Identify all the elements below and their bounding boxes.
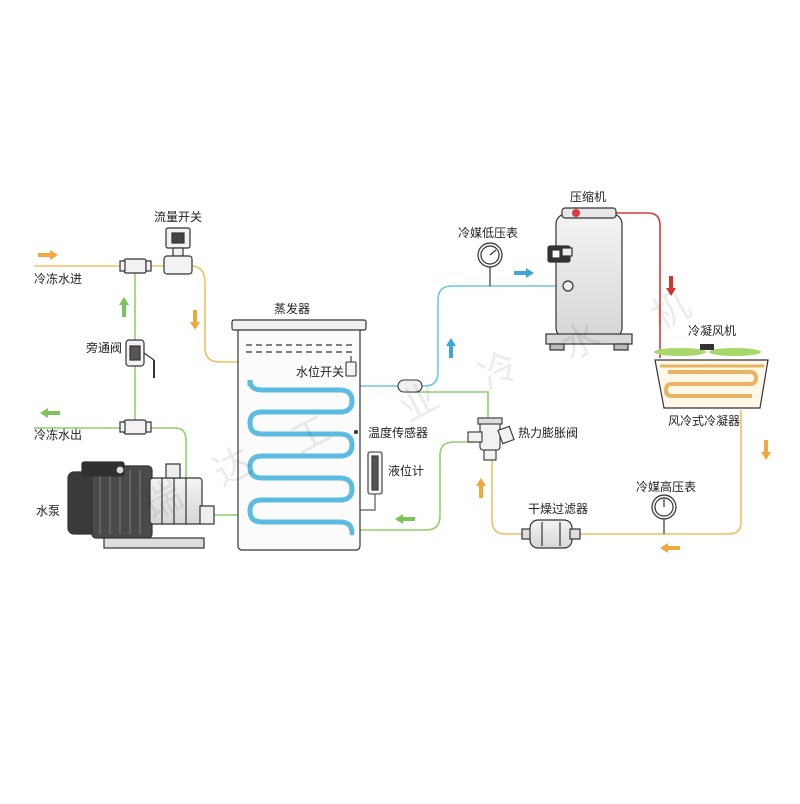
label-high-pressure-gauge: 冷媒高压表 xyxy=(636,480,697,494)
low-pressure-gauge xyxy=(477,242,503,286)
compressor xyxy=(545,207,633,351)
label-water-pump: 水泵 xyxy=(36,504,61,518)
temperature-sensor xyxy=(354,430,358,434)
label-bypass-valve: 旁通阀 xyxy=(86,341,123,355)
arrow-suction-right xyxy=(514,268,534,278)
arrow-bypass-up xyxy=(119,297,129,317)
condenser-fan xyxy=(654,344,761,356)
pipe-liquid-line xyxy=(578,410,742,535)
label-level-gauge: 液位计 xyxy=(388,464,425,478)
level-gauge xyxy=(367,451,383,495)
arrow-discharge-down xyxy=(666,276,676,296)
arrow-water-in xyxy=(38,250,58,260)
evaporator-tank xyxy=(231,319,367,551)
arrow-water-out xyxy=(40,408,60,418)
label-low-pressure-gauge: 冷媒低压表 xyxy=(458,226,519,240)
water-level-switch xyxy=(345,356,357,377)
label-air-cooled-condenser: 风冷式冷凝器 xyxy=(668,414,741,428)
pipe-drier-to-tev xyxy=(491,452,530,535)
water-pump xyxy=(67,461,215,549)
pipe-coil-to-tev xyxy=(410,391,489,420)
discharge-port xyxy=(572,209,580,217)
suction-connector xyxy=(397,379,423,393)
pipe-chilled-water-in xyxy=(34,265,240,363)
arrow-return-left xyxy=(395,514,415,524)
tee-fitting-out xyxy=(119,419,152,435)
arrow-suction-up xyxy=(446,338,456,358)
high-pressure-gauge xyxy=(651,494,677,534)
label-temperature-sensor: 温度传感器 xyxy=(368,426,429,440)
label-drier-filter: 干燥过滤器 xyxy=(528,502,589,516)
drier-filter xyxy=(521,519,581,549)
arrow-inlet-down xyxy=(190,310,200,330)
label-evaporator: 蒸发器 xyxy=(274,302,311,316)
pipe-discharge-line xyxy=(576,212,661,358)
label-compressor: 压缩机 xyxy=(570,190,607,204)
label-water-level-switch: 水位开关 xyxy=(296,365,345,379)
arrow-tev-up xyxy=(476,478,486,498)
air-cooled-condenser xyxy=(654,359,769,409)
label-chilled-water-in: 冷冻水进 xyxy=(34,272,83,286)
label-flow-switch: 流量开关 xyxy=(154,210,203,224)
pipe-chilled-water-out xyxy=(34,427,238,516)
label-thermal-expansion-valve: 热力膨胀阀 xyxy=(518,426,579,440)
arrow-liquid-left xyxy=(660,543,680,553)
thermal-expansion-valve xyxy=(467,417,515,461)
evaporator-coil xyxy=(247,387,355,536)
pipe-suction-line xyxy=(360,285,572,387)
flow-switch xyxy=(163,227,193,275)
label-condenser-fan: 冷凝风机 xyxy=(688,324,737,338)
bypass-valve xyxy=(125,339,155,378)
pipe-tev-to-evaporator xyxy=(360,441,474,531)
tee-fitting-in xyxy=(119,258,152,274)
label-chilled-water-out: 冷冻水出 xyxy=(34,428,83,442)
arrow-liquid-down xyxy=(761,440,771,460)
